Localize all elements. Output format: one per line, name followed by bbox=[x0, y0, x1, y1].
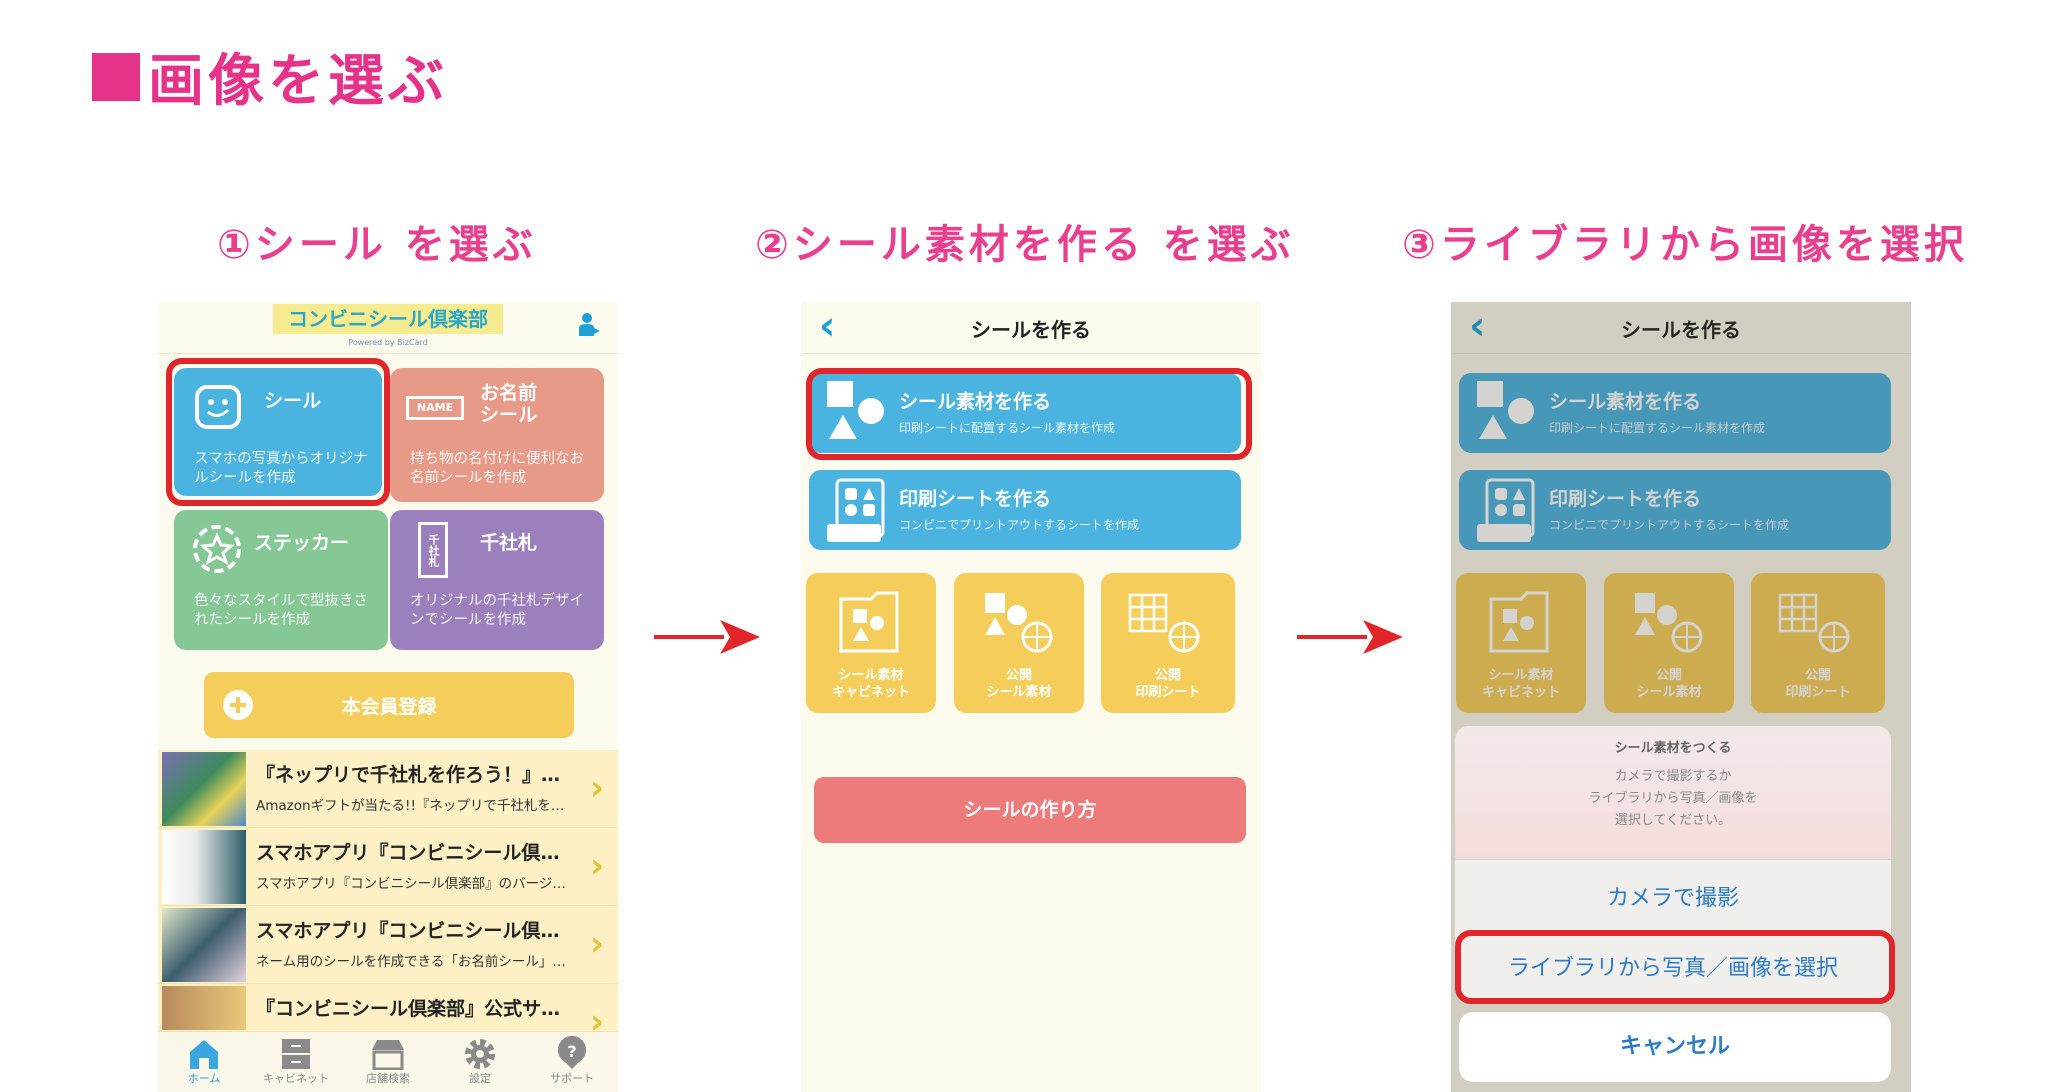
store-icon bbox=[372, 1040, 404, 1070]
news-item[interactable]: 『ネップリで千社札を作ろう！』 キ…Amazonギフトが当たる!!『ネップリで千… bbox=[158, 750, 618, 828]
news-thumbnail bbox=[162, 752, 246, 826]
cabinet-icon bbox=[282, 1039, 310, 1069]
shapes-globe-icon bbox=[1635, 593, 1703, 653]
news-thumbnail bbox=[162, 830, 246, 904]
step-2-label: ②シール素材を作る を選ぶ bbox=[755, 222, 1295, 268]
highlight-frame bbox=[1455, 930, 1895, 1004]
screen-title: シールを作る bbox=[1621, 318, 1741, 342]
tab-support[interactable]: ?サポート bbox=[526, 1032, 618, 1092]
news-thumbnail bbox=[162, 986, 246, 1030]
highlight-frame bbox=[806, 368, 1252, 460]
news-thumbnail bbox=[162, 908, 246, 982]
nav-header: ‹ シールを作る bbox=[801, 302, 1261, 354]
material-cabinet-tile[interactable]: シール素材 キャビネット bbox=[806, 573, 936, 713]
how-to-button[interactable]: シールの作り方 bbox=[814, 777, 1246, 843]
name-tag-icon: NAME bbox=[406, 396, 464, 420]
arrow-right-icon bbox=[654, 620, 760, 654]
tab-home[interactable]: ホーム bbox=[158, 1032, 250, 1092]
screen-make-seal: ‹ シールを作る シール素材を作る 印刷シートに配置するシール素材を作成 印刷シ… bbox=[801, 302, 1261, 1092]
back-chevron-icon[interactable]: ‹ bbox=[1469, 303, 1486, 349]
square-bullet-icon bbox=[92, 52, 140, 101]
member-register-button[interactable]: 本会員登録 bbox=[204, 672, 574, 738]
step-1-label: ①シール を選ぶ bbox=[217, 222, 537, 268]
shapes-globe-icon bbox=[985, 593, 1053, 653]
print-sheet-icon bbox=[827, 478, 885, 542]
action-sheet-layer: シール素材をつくる カメラで撮影するか ライブラリから写真／画像を 選択してくだ… bbox=[1451, 302, 1911, 1092]
folder-shapes-icon bbox=[1489, 591, 1549, 653]
tab-store-search[interactable]: 店舗検索 bbox=[342, 1032, 434, 1092]
tab-cabinet[interactable]: キャビネット bbox=[250, 1032, 342, 1092]
smiley-sticker-icon bbox=[195, 385, 241, 429]
public-material-tile[interactable]: 公開 シール素材 bbox=[1604, 573, 1734, 713]
camera-option[interactable]: カメラで撮影 bbox=[1606, 886, 1739, 911]
senjafuda-card[interactable]: 千社札 千社札 オリジナルの千社札デザインでシールを作成 bbox=[390, 510, 604, 650]
logo-subtitle: Powered by BizCard bbox=[348, 338, 428, 347]
news-item[interactable]: スマホアプリ『コンビニシール倶楽…ネーム用のシールを作成できる「お名前シール」…… bbox=[158, 906, 618, 984]
app-header: コンビニシール倶楽部 Powered by BizCard bbox=[158, 302, 618, 354]
senjafuda-icon: 千社札 bbox=[418, 522, 448, 578]
logout-user-icon[interactable] bbox=[578, 312, 602, 338]
star-sticker-icon bbox=[193, 525, 241, 573]
library-option[interactable]: ライブラリから写真／画像を選択 bbox=[1507, 956, 1838, 981]
cancel-button[interactable]: キャンセル bbox=[1459, 1012, 1891, 1082]
seal-card[interactable]: シール スマホの写真からオリジナルシールを作成 bbox=[174, 368, 382, 496]
help-icon: ? bbox=[558, 1036, 586, 1069]
tab-settings[interactable]: 設定 bbox=[434, 1032, 526, 1092]
public-material-tile[interactable]: 公開 シール素材 bbox=[954, 573, 1084, 713]
chevron-right-icon: › bbox=[589, 924, 604, 964]
sticker-card[interactable]: ステッカー 色々なスタイルで型抜きされたシールを作成 bbox=[174, 510, 388, 650]
make-print-sheet-button[interactable]: 印刷シートを作る コンビニでプリントアウトするシートを作成 bbox=[809, 470, 1241, 550]
plus-circle-icon bbox=[223, 690, 253, 720]
screen-title: シールを作る bbox=[971, 318, 1091, 342]
material-cabinet-tile[interactable]: シール素材 キャビネット bbox=[1456, 573, 1586, 713]
shapes-icon bbox=[827, 381, 884, 439]
news-item[interactable]: 『コンビニシール倶楽部』公式サイ…› bbox=[158, 984, 618, 1042]
highlight-frame bbox=[166, 358, 390, 506]
public-print-sheet-tile[interactable]: 公開 印刷シート bbox=[1101, 573, 1235, 713]
shapes-icon bbox=[1477, 381, 1534, 439]
news-item[interactable]: スマホアプリ『コンビニシール倶楽…スマホアプリ『コンビニシール倶楽部』のバージ…… bbox=[158, 828, 618, 906]
svg-text:?: ? bbox=[567, 1042, 576, 1061]
make-print-sheet-button[interactable]: 印刷シートを作る コンビニでプリントアウトするシートを作成 bbox=[1459, 470, 1891, 550]
gear-icon bbox=[465, 1039, 495, 1069]
page-title: 画像を選ぶ bbox=[92, 36, 448, 117]
home-icon bbox=[190, 1040, 218, 1069]
app-logo: コンビニシール倶楽部 bbox=[273, 304, 503, 334]
action-sheet: シール素材をつくる カメラで撮影するか ライブラリから写真／画像を 選択してくだ… bbox=[1455, 726, 1891, 1000]
grid-globe-icon bbox=[1778, 593, 1850, 653]
step-3-label: ③ライブラリから画像を選択 bbox=[1402, 222, 1968, 268]
action-sheet-header: シール素材をつくる カメラで撮影するか ライブラリから写真／画像を 選択してくだ… bbox=[1455, 726, 1891, 860]
screen-home: コンビニシール倶楽部 Powered by BizCard シール スマホの写真… bbox=[158, 302, 618, 1092]
name-seal-card[interactable]: NAME お名前 シール 持ち物の名付けに便利なお名前シールを作成 bbox=[390, 368, 604, 502]
chevron-right-icon: › bbox=[589, 846, 604, 886]
make-material-button[interactable]: シール素材を作る 印刷シートに配置するシール素材を作成 bbox=[809, 373, 1241, 453]
back-chevron-icon[interactable]: ‹ bbox=[819, 303, 836, 349]
chevron-right-icon: › bbox=[589, 768, 604, 808]
folder-shapes-icon bbox=[839, 591, 899, 653]
grid-globe-icon bbox=[1128, 593, 1200, 653]
arrow-right-icon bbox=[1297, 620, 1403, 654]
make-material-button[interactable]: シール素材を作る 印刷シートに配置するシール素材を作成 bbox=[1459, 373, 1891, 453]
nav-header: ‹ シールを作る bbox=[1451, 302, 1911, 354]
print-sheet-icon bbox=[1477, 478, 1535, 542]
public-print-sheet-tile[interactable]: 公開 印刷シート bbox=[1751, 573, 1885, 713]
tab-bar: ホーム キャビネット 店舗検索 設定 ?サポート bbox=[158, 1032, 618, 1092]
